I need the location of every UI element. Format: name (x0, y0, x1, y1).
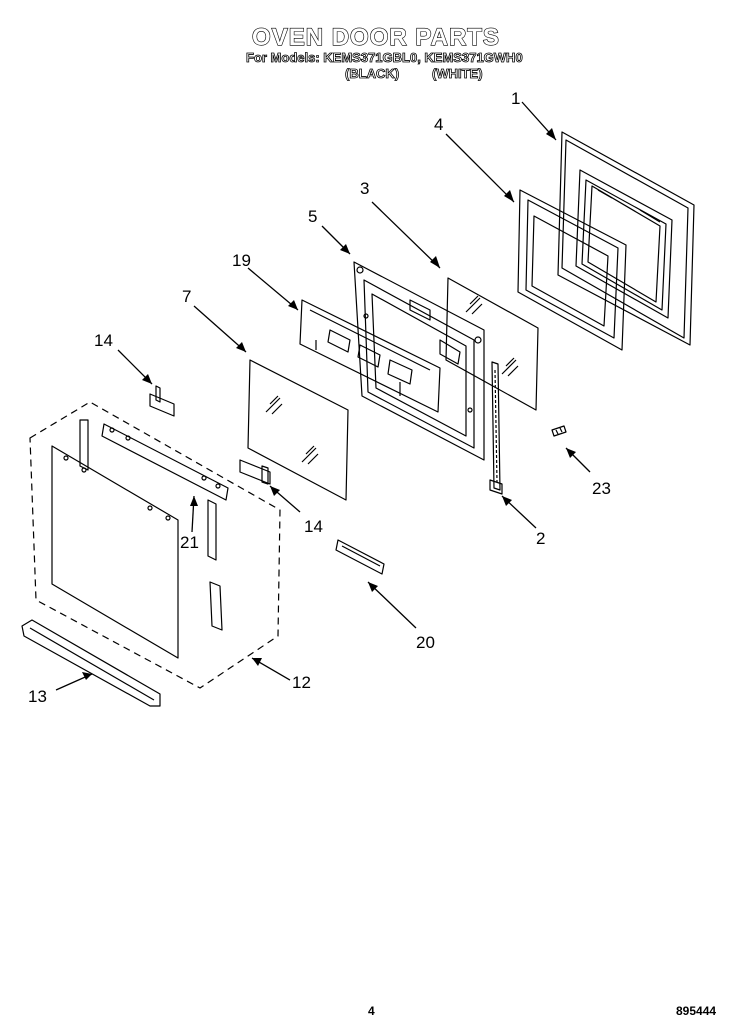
part-3-glass-panel (445, 277, 539, 411)
part-23-clip (551, 425, 567, 437)
part-20-strip (335, 539, 385, 575)
callout-21: 21 (180, 533, 199, 552)
callout-20: 20 (416, 633, 435, 652)
callout-2: 2 (536, 529, 545, 548)
variant-black: (BLACK) (345, 66, 400, 82)
part-7-glass (247, 359, 349, 501)
callout-14-upper: 14 (94, 331, 113, 350)
callout-4: 4 (434, 115, 443, 134)
callout-23: 23 (592, 479, 611, 498)
callout-5: 5 (308, 207, 317, 226)
part-19-baffle (299, 299, 441, 413)
callout-12: 12 (292, 673, 311, 692)
part-2-hinge-strip (489, 361, 503, 495)
models-line: For Models: KEMS371GBL0, KEMS371GWH0 (246, 50, 523, 66)
part-21-hinge-bar (101, 423, 229, 501)
part-14-lower-bracket (239, 459, 271, 485)
part-1-outer-door-frame (557, 131, 695, 346)
callout-19: 19 (232, 251, 251, 270)
page-title: OVEN DOOR PARTS (251, 23, 500, 51)
callout-3: 3 (360, 179, 369, 198)
part-5-inner-door-panel (353, 261, 485, 461)
callout-7: 7 (182, 287, 191, 306)
variant-white: (WHITE) (432, 66, 483, 82)
document-number: 895444 (676, 1004, 717, 1018)
callout-14-lower: 14 (304, 517, 323, 536)
part-4-door-trim (517, 189, 627, 351)
part-14-upper-bracket (149, 385, 175, 417)
callout-13: 13 (28, 687, 47, 706)
leader-arrowheads (82, 128, 576, 680)
page-number: 4 (368, 1004, 375, 1018)
part-13-handle (21, 619, 161, 707)
callout-1: 1 (511, 89, 520, 108)
part-12-door-assembly (29, 401, 281, 689)
